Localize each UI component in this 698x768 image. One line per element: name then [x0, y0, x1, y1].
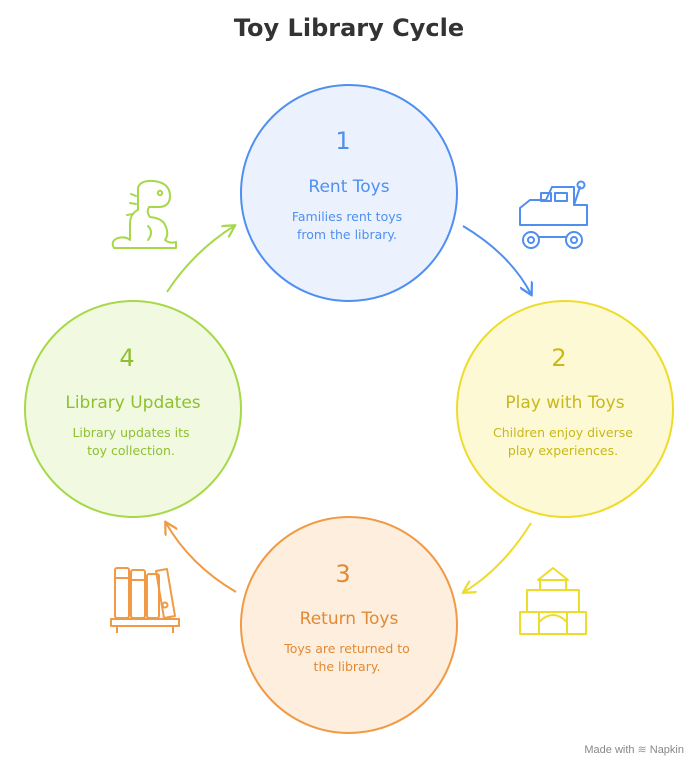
step-description: from the library. — [297, 227, 397, 242]
step-circle — [456, 300, 674, 518]
step-circle — [240, 516, 458, 734]
step-number: 3 — [335, 560, 350, 588]
step-description: Toys are returned to — [283, 641, 410, 656]
arrow-updates-to-rent — [166, 226, 234, 293]
step-name: Rent Toys — [308, 177, 389, 197]
step-return-toys: 3 Return Toys Toys are returned to the l… — [240, 516, 458, 734]
step-library-updates: 4 Library Updates Library updates its to… — [24, 300, 242, 518]
dinosaur-toy-icon — [111, 179, 177, 249]
step-circle — [240, 84, 458, 302]
footer-brand: Napkin — [649, 744, 684, 756]
step-description: Library updates its — [72, 425, 189, 440]
building-blocks-icon — [519, 567, 587, 635]
step-play-with-toys: 2 Play with Toys Children enjoy diverse … — [456, 300, 674, 518]
step-name: Play with Toys — [505, 393, 624, 413]
step-description: play experiences. — [508, 443, 618, 458]
footer-attribution: Made with≋Napkin — [584, 743, 684, 756]
step-description: Families rent toys — [292, 209, 402, 224]
napkin-logo-icon: ≋ — [637, 744, 647, 756]
arrow-return-to-updates — [166, 523, 237, 593]
step-number: 1 — [335, 127, 350, 155]
step-name: Library Updates — [65, 393, 200, 413]
footer-made-with: Made with — [584, 744, 635, 756]
arrow-play-to-return — [464, 522, 532, 592]
toy-truck-icon — [519, 180, 588, 249]
step-description: the library. — [314, 659, 381, 674]
arrow-rent-to-play — [462, 225, 531, 294]
step-description: toy collection. — [87, 443, 175, 458]
step-circle — [24, 300, 242, 518]
step-name: Return Toys — [300, 609, 399, 629]
bookshelf-icon — [110, 567, 180, 633]
step-number: 4 — [119, 344, 134, 372]
step-number: 2 — [551, 344, 566, 372]
step-description: Children enjoy diverse — [493, 425, 633, 440]
diagram-title: Toy Library Cycle — [233, 14, 465, 42]
step-rent-toys: 1 Rent Toys Families rent toys from the … — [240, 84, 458, 302]
